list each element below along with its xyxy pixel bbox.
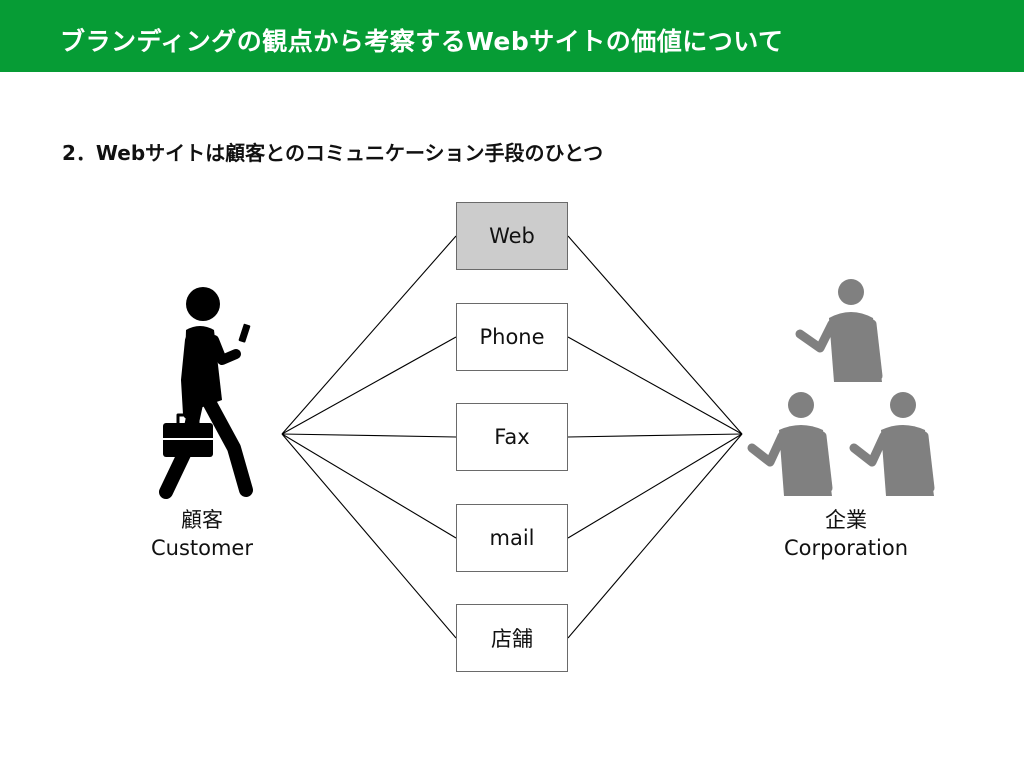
line-customer-web [281,235,457,435]
channel-phone: Phone [456,303,568,371]
line-customer-fax [281,433,457,438]
line-store-corp [567,433,743,639]
customer-label-en: Customer [150,536,253,560]
header-bar: ブランディングの観点から考察するWebサイトの価値について [0,0,1024,72]
corporation-label-ja: 企業 [825,508,867,532]
customer-label: 顧客 Customer [122,506,282,562]
customer-label-ja: 顧客 [181,508,223,532]
line-phone-corp [567,336,743,435]
line-customer-mail [281,433,457,539]
line-customer-store [281,433,457,639]
channel-label: Web [489,224,535,248]
channel-label: mail [489,526,535,550]
line-customer-phone [281,336,457,435]
channel-fax: Fax [456,403,568,471]
corporation-label-en: Corporation [783,536,909,560]
channel-mail: mail [456,504,568,572]
line-web-corp [567,235,743,435]
line-fax-corp [567,433,743,438]
corporation-label: 企業 Corporation [766,506,926,562]
channel-web: Web [456,202,568,270]
page-title: ブランディングの観点から考察するWebサイトの価値について [60,27,784,56]
line-mail-corp [567,433,743,539]
channel-label: 店舗 [491,627,533,651]
channel-store: 店舗 [456,604,568,672]
channel-label: Phone [479,325,545,349]
section-subtitle: 2．Webサイトは顧客とのコミュニケーション手段のひとつ [62,141,604,165]
channel-label: Fax [494,425,530,449]
